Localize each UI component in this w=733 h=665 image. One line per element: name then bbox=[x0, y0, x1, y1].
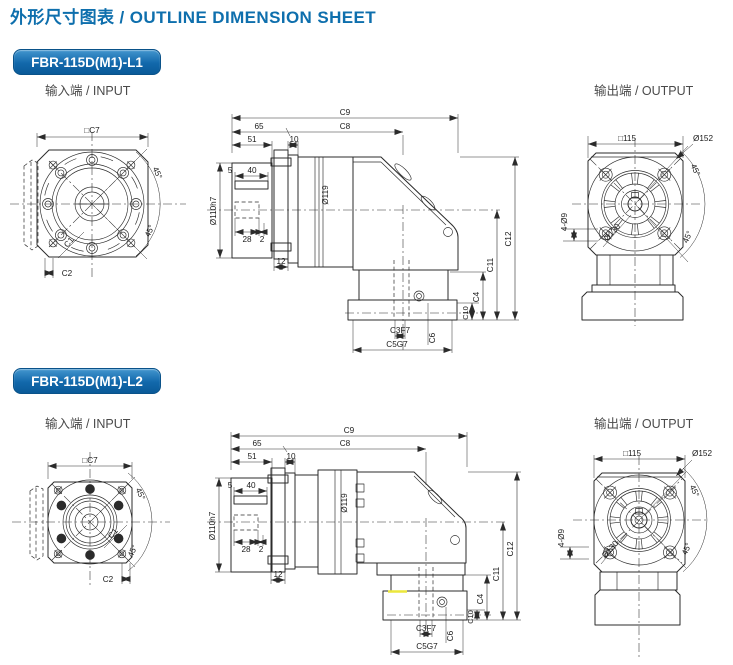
dim-28-label: 28 bbox=[242, 235, 252, 244]
output-side-label-l1: 输出端 / OUTPUT bbox=[594, 84, 694, 98]
dim-dia152-label: Ø152 bbox=[692, 449, 712, 458]
front-dimensions: □C7 45° 45° C1 C2 bbox=[36, 126, 164, 278]
dim-c7-label: □C7 bbox=[82, 456, 98, 465]
dim-angle-top-label: 45° bbox=[134, 486, 147, 501]
dim-c6-label: C6 bbox=[428, 332, 437, 343]
dim-c6-label: C6 bbox=[446, 630, 455, 641]
dim-10-label: 10 bbox=[286, 452, 296, 461]
dim-c8-label: C8 bbox=[340, 439, 351, 448]
input-flange-outline bbox=[36, 149, 149, 258]
hidden-lines bbox=[234, 201, 410, 317]
dim-body-dia-label: Ø119 bbox=[321, 185, 330, 205]
hidden-lines bbox=[233, 514, 434, 618]
dim-40-label: 40 bbox=[246, 481, 256, 490]
model-badge-l2: FBR-115D(M1)-L2 bbox=[13, 368, 161, 394]
center-lines bbox=[12, 452, 170, 588]
gearbox-outline bbox=[231, 149, 459, 321]
dim-c5-label: C5G7 bbox=[386, 340, 408, 349]
dim-c10-label: C10 bbox=[466, 610, 475, 624]
dim-pilot-label: Ø130 bbox=[602, 222, 622, 243]
dim-angle-bottom-label: 45° bbox=[680, 541, 693, 556]
l1-input-view: □C7 45° 45° C1 C2 bbox=[10, 126, 186, 280]
dim-angle-top-label: 45° bbox=[151, 165, 164, 180]
l1-side-view: C9 65 C8 51 10 5 40 Ø110h7 Ø119 28 2 bbox=[207, 108, 519, 353]
dim-10-label: 10 bbox=[289, 135, 299, 144]
dim-body-dia-label: Ø119 bbox=[340, 493, 349, 513]
coupling-spokes bbox=[610, 491, 668, 549]
dim-40-label: 40 bbox=[247, 166, 257, 175]
dim-sq115-label: □115 bbox=[623, 449, 641, 458]
dim-c8-label: C8 bbox=[340, 122, 351, 131]
coupling-spokes bbox=[604, 173, 666, 235]
dim-dia152-label: Ø152 bbox=[693, 134, 713, 143]
mounting-bolt-holes bbox=[603, 485, 677, 560]
input-side-label-l2: 输入端 / INPUT bbox=[45, 417, 131, 431]
dim-c3-label: C3F7 bbox=[390, 326, 410, 335]
dim-c11-label: C11 bbox=[486, 257, 495, 272]
l2-input-view: □C7 45° 45° C1 C2 bbox=[12, 452, 170, 588]
dim-2-label: 2 bbox=[260, 235, 265, 244]
dim-12-label: 12 bbox=[276, 257, 286, 266]
dim-angle-bottom-label: 45° bbox=[143, 223, 156, 238]
dim-c9-label: C9 bbox=[344, 426, 355, 435]
dim-c7-label: □C7 bbox=[84, 126, 100, 135]
dim-c12-label: C12 bbox=[506, 541, 515, 556]
center-lines bbox=[573, 456, 707, 658]
l2-output-view: □115 Ø152 45° 45° 4-Ø9 Ø130 bbox=[557, 449, 712, 658]
l2-side-view: C9 65 C8 51 10 5 40 Ø110h7 Ø119 28 2 bbox=[207, 426, 521, 655]
dim-c12-label: C12 bbox=[504, 231, 513, 246]
front-dimensions: □C7 45° 45° C1 C2 bbox=[47, 456, 153, 584]
dim-angle-top-label: 45° bbox=[688, 483, 701, 498]
rear-dimensions: □115 Ø152 45° 45° 4-Ø9 Ø130 bbox=[557, 449, 712, 572]
mounting-bolt-holes bbox=[598, 167, 672, 241]
input-bolt-heads bbox=[56, 484, 124, 560]
center-lines bbox=[10, 132, 186, 280]
page-title: 外形尺寸图表 / OUTLINE DIMENSION SHEET bbox=[10, 8, 377, 27]
dim-28-label: 28 bbox=[241, 545, 251, 554]
dim-c2-label: C2 bbox=[103, 575, 114, 584]
dim-angle-bottom-label: 45° bbox=[126, 543, 139, 558]
l1-output-view: □115 Ø152 45° 45° 4-Ø9 Ø130 bbox=[560, 134, 713, 326]
dim-holes-label: 4-Ø9 bbox=[557, 528, 566, 547]
dim-c4-label: C4 bbox=[476, 593, 485, 604]
dim-c4-label: C4 bbox=[472, 291, 481, 302]
dim-c1-label: C1 bbox=[62, 235, 76, 249]
dim-shaft-dia-label: Ø110h7 bbox=[209, 196, 218, 225]
dim-c10-label: C10 bbox=[461, 306, 470, 320]
dim-5-label: 5 bbox=[228, 481, 233, 490]
model-badge-l1-label: FBR-115D(M1)-L1 bbox=[31, 54, 143, 70]
dim-c11-label: C11 bbox=[492, 566, 501, 581]
input-bolt-holes bbox=[42, 154, 142, 254]
dim-holes-label: 4-Ø9 bbox=[560, 212, 569, 231]
hidden-side-profile bbox=[29, 485, 44, 561]
model-badge-l1: FBR-115D(M1)-L1 bbox=[13, 49, 161, 75]
dim-angle-top-label: 45° bbox=[689, 162, 702, 177]
dim-51-label: 51 bbox=[247, 452, 257, 461]
dim-5-label: 5 bbox=[228, 166, 233, 175]
side-dimensions: C9 65 C8 51 10 5 40 Ø110h7 Ø119 28 2 bbox=[209, 108, 519, 353]
dim-shaft-dia-label: Ø110h7 bbox=[208, 511, 217, 540]
input-side-label-l1: 输入端 / INPUT bbox=[45, 84, 131, 98]
model-badge-l2-label: FBR-115D(M1)-L2 bbox=[31, 373, 143, 389]
dim-c2-label: C2 bbox=[62, 269, 73, 278]
dim-12-label: 12 bbox=[273, 570, 283, 579]
dim-2-label: 2 bbox=[259, 545, 264, 554]
dim-c5-label: C5G7 bbox=[416, 642, 438, 651]
dim-51-label: 51 bbox=[247, 135, 257, 144]
side-dimensions: C9 65 C8 51 10 5 40 Ø110h7 Ø119 28 2 bbox=[208, 426, 521, 655]
gearbox-outline bbox=[230, 467, 468, 621]
center-lines bbox=[207, 205, 500, 353]
dim-65-label: 65 bbox=[252, 439, 262, 448]
hidden-side-profile bbox=[23, 159, 39, 251]
dim-c3-label: C3F7 bbox=[416, 624, 436, 633]
output-side-label-l2: 输出端 / OUTPUT bbox=[594, 417, 694, 431]
lower-body-outline bbox=[581, 254, 684, 321]
center-lines bbox=[572, 138, 700, 326]
dim-c9-label: C9 bbox=[340, 108, 351, 117]
dim-65-label: 65 bbox=[254, 122, 264, 131]
lower-body-outline bbox=[594, 571, 681, 626]
dim-sq115-label: □115 bbox=[618, 134, 636, 143]
